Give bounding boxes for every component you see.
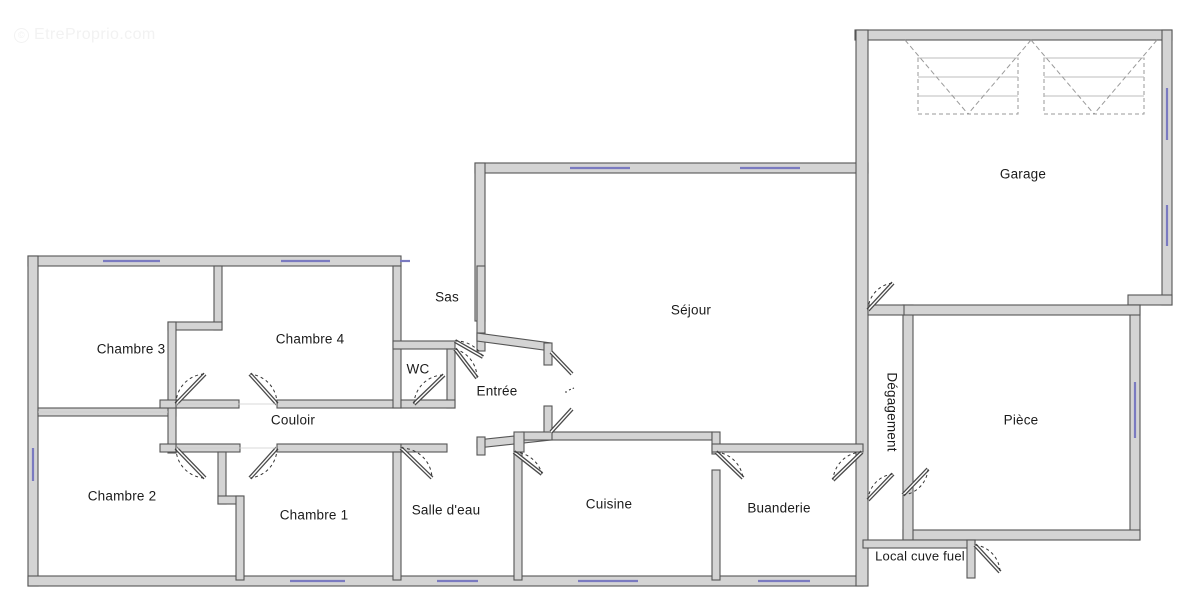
wall-segment — [276, 399, 402, 409]
room-label-chambre3: Chambre 3 — [97, 342, 166, 357]
wall-segment — [276, 443, 402, 453]
room-label-degagement: Dégagement — [884, 372, 899, 451]
garage-door-icon — [1030, 39, 1158, 115]
watermark: © EtreProprio.com — [14, 26, 156, 44]
wall-segment — [213, 265, 223, 331]
room-label-couloir: Couloir — [271, 413, 315, 428]
wall-segment — [159, 399, 177, 409]
wall-segment — [1127, 294, 1173, 306]
room-label-piece: Pièce — [1004, 413, 1039, 428]
door — [901, 467, 930, 497]
door — [866, 472, 895, 502]
door — [399, 446, 434, 480]
room-label-chambre4: Chambre 4 — [276, 332, 345, 347]
wall-segment — [446, 348, 456, 409]
garage-door-icon — [904, 39, 1032, 115]
room-label-chambre1: Chambre 1 — [280, 508, 349, 523]
wall-segment — [854, 29, 1173, 41]
wall-segment — [711, 469, 721, 581]
wall-segment — [474, 162, 869, 174]
wall-segment — [513, 431, 525, 453]
wall-segment — [392, 265, 402, 409]
watermark-text: EtreProprio.com — [34, 26, 156, 43]
door — [412, 373, 446, 406]
door — [453, 347, 479, 380]
door — [512, 450, 544, 476]
wall-segment — [855, 29, 869, 587]
room-label-sas: Sas — [435, 290, 459, 305]
room-label-sejour: Séjour — [671, 303, 712, 318]
room-label-entree: Entrée — [477, 384, 518, 399]
wall-segment — [476, 436, 486, 456]
wall-segment — [862, 539, 976, 549]
garage-door-symbols — [904, 39, 1158, 115]
wall-segment — [27, 255, 402, 267]
wall-segment — [902, 304, 1141, 316]
wall-segment — [966, 539, 976, 579]
door — [549, 350, 575, 434]
room-label-chambre2: Chambre 2 — [88, 489, 157, 504]
wall-segment — [400, 399, 456, 409]
door — [454, 339, 484, 359]
door — [714, 450, 745, 480]
door — [174, 446, 207, 480]
room-label-salledeau: Salle d'eau — [412, 503, 481, 518]
door — [248, 446, 279, 480]
door — [973, 543, 1002, 574]
wall-segment — [392, 340, 456, 350]
door — [866, 281, 895, 312]
wall-segment — [400, 443, 448, 453]
room-label-buanderie: Buanderie — [747, 501, 810, 516]
room-label-wc: WC — [407, 362, 430, 377]
wall-segment — [902, 529, 1141, 541]
wall-segment — [550, 431, 713, 441]
wall-segment — [167, 321, 177, 407]
room-label-layer: Chambre 3 Chambre 4 Chambre 2 Chambre 1 … — [88, 167, 1046, 564]
door — [831, 450, 864, 482]
door-layer — [174, 281, 1002, 574]
thin-line-layer — [38, 403, 277, 449]
wall-segment — [235, 495, 245, 581]
wall-segment — [902, 304, 914, 541]
room-label-local-cuve-fuel: Local cuve fuel — [875, 548, 965, 563]
door — [248, 372, 279, 406]
wall-segment — [1161, 29, 1173, 306]
wall-segment — [521, 431, 553, 441]
copyright-icon: © — [14, 28, 29, 43]
wall-segment — [711, 443, 864, 453]
wall-segment — [476, 265, 486, 342]
door — [174, 372, 207, 406]
wall-segment — [392, 451, 402, 581]
window-layer — [31, 88, 1169, 583]
wall-segment — [159, 443, 177, 453]
room-label-cuisine: Cuisine — [586, 497, 632, 512]
wall-segment — [513, 451, 523, 581]
room-label-garage: Garage — [1000, 167, 1046, 182]
wall-segment — [476, 332, 552, 352]
wall-segment — [27, 255, 39, 587]
